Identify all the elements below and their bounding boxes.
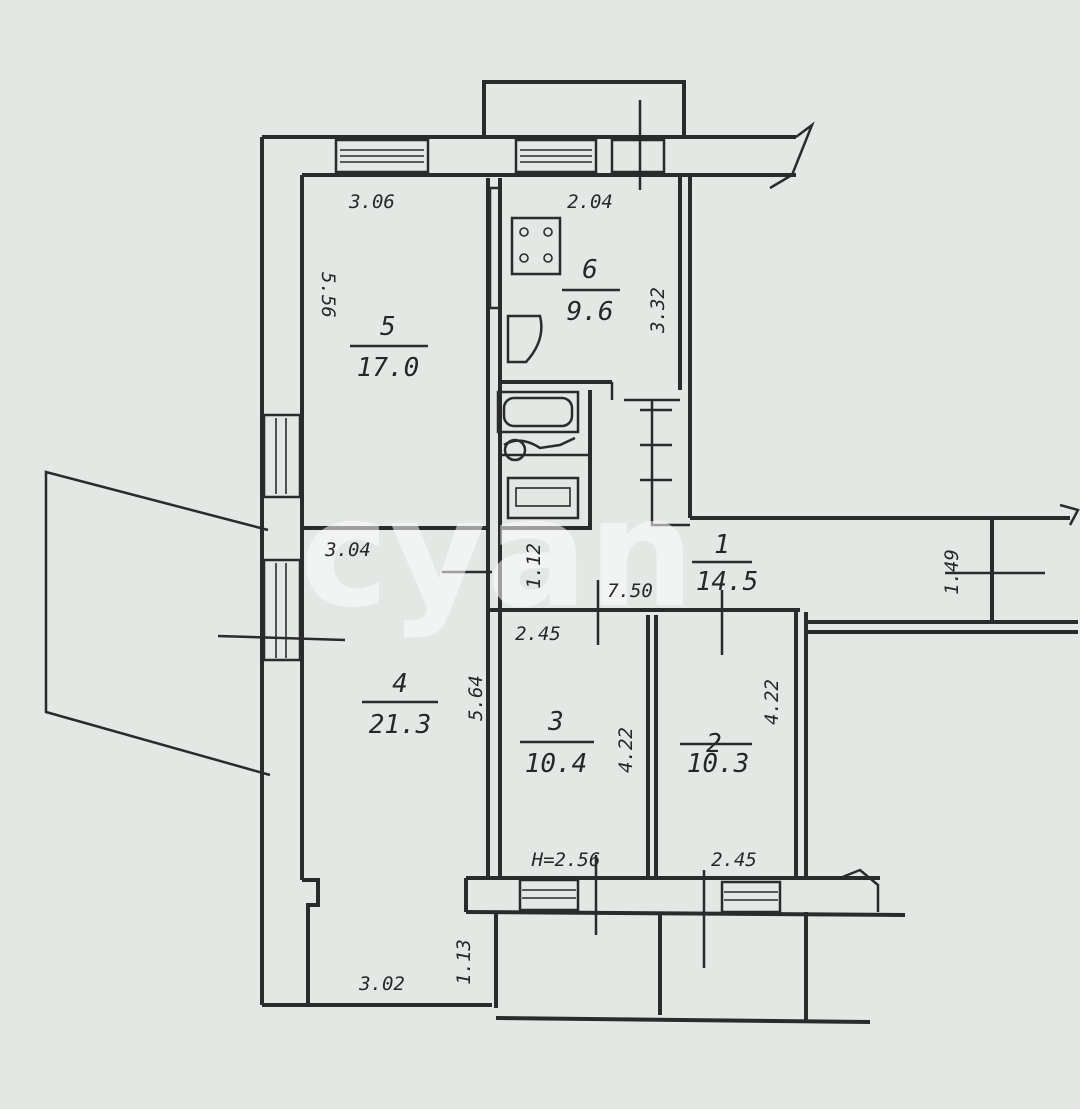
room-4-number: 4 (392, 669, 408, 699)
dim-room5-left: 5.56 (317, 272, 339, 318)
dim-room4-corner: 1.13 (453, 939, 475, 985)
dim-room6-right: 3.32 (647, 287, 669, 334)
windows-left (217, 413, 346, 662)
room-2-area: 10.3 (687, 749, 750, 779)
watermark: cyan (300, 467, 695, 641)
room-6-number: 6 (582, 255, 598, 285)
dim-room2-bottom: 2.45 (711, 849, 757, 871)
dim-room5-top: 3.06 (348, 191, 395, 213)
dim-corridor-width: 1.12 (523, 543, 545, 589)
kitchen-fixtures (488, 186, 562, 364)
room-6-area: 9.6 (567, 297, 614, 327)
dimension-labels: 3.06 5.56 2.04 3.32 3.04 5.64 3.02 1.13 … (317, 191, 963, 995)
dim-room3-bottom: H=2.56 (531, 849, 601, 871)
windows-top (334, 100, 666, 190)
dim-room3-top: 2.45 (515, 623, 561, 645)
room-4-area: 21.3 (369, 710, 432, 740)
room-labels: 5 17.0 6 9.6 1 14.5 4 21.3 3 10.4 2 10.3 (350, 255, 758, 779)
room-3-number: 3 (547, 707, 564, 737)
room-5-area: 17.0 (357, 353, 420, 383)
dim-room2-right: 4.22 (761, 679, 783, 725)
tick-marks (442, 408, 1045, 655)
dim-room3-right: 4.22 (615, 727, 637, 773)
windows-bottom (518, 855, 782, 968)
dim-corridor-length: 7.50 (607, 580, 653, 602)
room-1-area: 14.5 (696, 567, 759, 597)
dim-room4-bottom: 3.02 (358, 973, 405, 995)
room-5-number: 5 (380, 312, 396, 342)
dim-corridor-end: 1.49 (941, 549, 963, 595)
dim-room4-right: 5.64 (465, 675, 487, 721)
room-1-number: 1 (714, 530, 730, 560)
bath-fixtures (496, 390, 580, 520)
dim-room6-top: 2.04 (567, 191, 613, 213)
room-3-area: 10.4 (525, 749, 588, 779)
interior-walls (302, 178, 808, 880)
dim-room4-top: 3.04 (324, 539, 371, 561)
balcony (44, 470, 271, 777)
